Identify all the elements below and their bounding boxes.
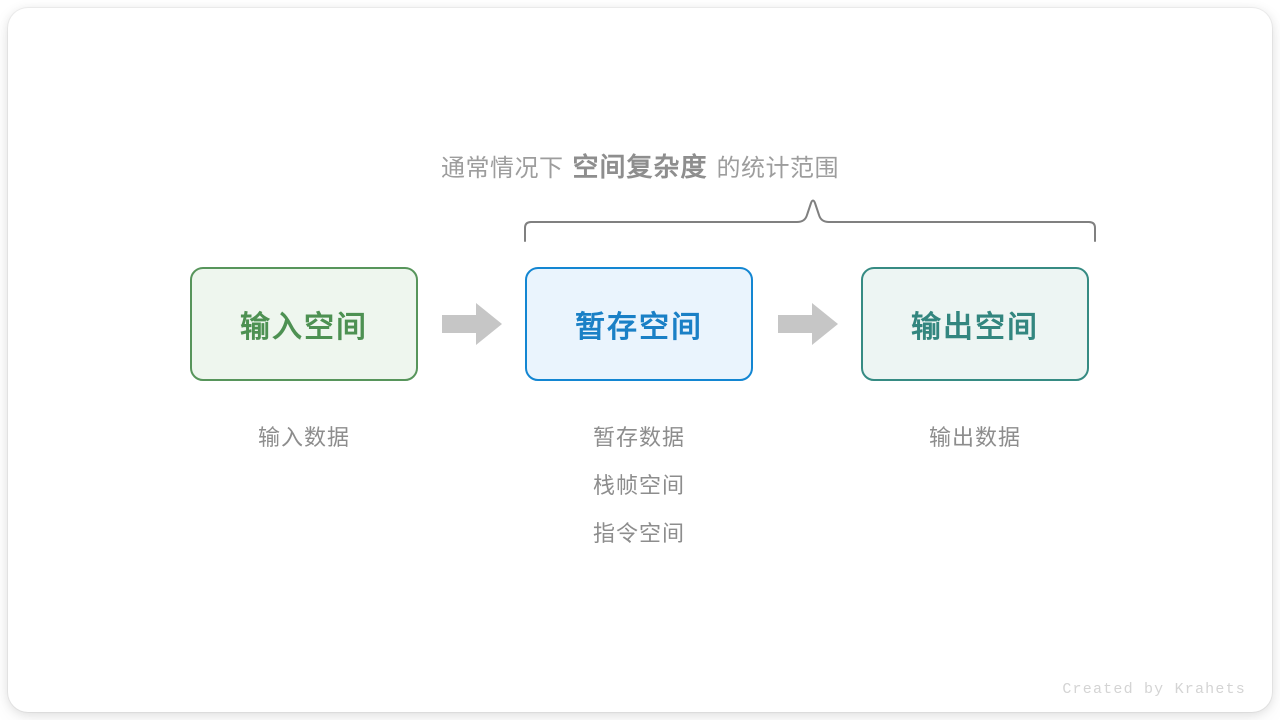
- curly-brace-icon: [524, 199, 1096, 242]
- caption-emphasis: 空间复杂度: [572, 152, 708, 182]
- sublabel-item: 输入数据: [257, 425, 350, 450]
- box-temp-space-label: 暂存空间: [575, 311, 703, 344]
- right-arrow-icon: [442, 303, 502, 345]
- sublabels-output-space: 输出数据: [861, 414, 1089, 462]
- sublabel-item: 输出数据: [928, 425, 1021, 450]
- box-output-space-label: 输出空间: [911, 311, 1039, 344]
- sublabel-item: 暂存数据: [592, 425, 685, 450]
- credit-text: Created by Krahets: [1062, 681, 1246, 698]
- box-input-space[interactable]: 输入空间: [190, 267, 418, 381]
- brace-caption: 通常情况下空间复杂度的统计范围: [0, 150, 1280, 186]
- sublabels-temp-space: 暂存数据 栈帧空间 指令空间: [525, 414, 753, 558]
- right-arrow-icon: [778, 303, 838, 345]
- box-input-space-label: 输入空间: [240, 311, 368, 344]
- box-output-space[interactable]: 输出空间: [861, 267, 1089, 381]
- sublabel-item: 指令空间: [592, 521, 685, 546]
- sublabel-item: 栈帧空间: [592, 473, 685, 498]
- caption-prefix: 通常情况下: [440, 155, 564, 182]
- box-temp-space[interactable]: 暂存空间: [525, 267, 753, 381]
- sublabels-input-space: 输入数据: [190, 414, 418, 462]
- caption-suffix: 的统计范围: [716, 155, 839, 182]
